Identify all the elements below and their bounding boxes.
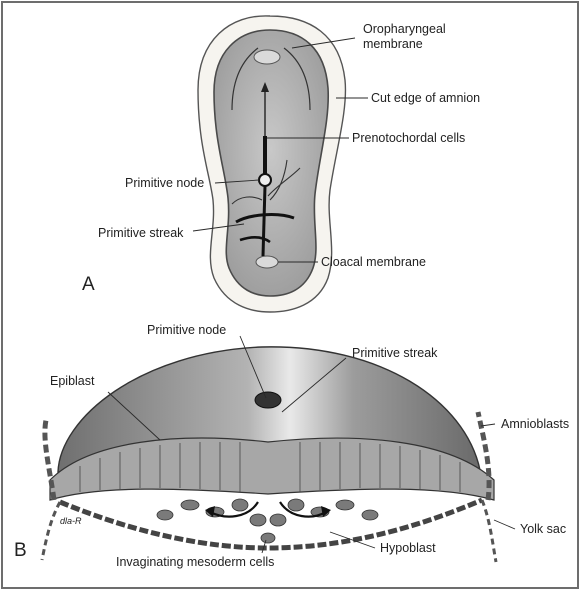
primitive-pit — [255, 392, 281, 408]
label-primitive-streak-a: Primitive streak — [98, 226, 184, 240]
label-cut-edge-amnion: Cut edge of amnion — [371, 91, 480, 105]
label-yolk-sac: Yolk sac — [520, 522, 566, 536]
panel-letter-b: B — [14, 540, 27, 561]
label-primitive-streak-b: Primitive streak — [352, 346, 438, 360]
label-epiblast: Epiblast — [50, 374, 95, 388]
label-primitive-node-a: Primitive node — [125, 176, 204, 190]
label-amnioblasts: Amnioblasts — [501, 417, 569, 431]
label-invaginating-mesoderm: Invaginating mesoderm cells — [116, 555, 274, 569]
panel-letter-a: A — [82, 274, 95, 295]
oropharyngeal-membrane — [254, 50, 280, 64]
primitive-streak — [263, 186, 265, 256]
label-oropharyngeal-2: membrane — [363, 37, 423, 51]
primitive-node — [259, 174, 271, 186]
artist-signature: dla-R — [60, 516, 82, 526]
label-hypoblast: Hypoblast — [380, 541, 436, 555]
prenotochordal-cells — [263, 136, 267, 176]
label-cloacal-membrane: Cloacal membrane — [321, 255, 426, 269]
cloacal-membrane — [256, 256, 278, 268]
label-primitive-node-b: Primitive node — [147, 323, 226, 337]
label-prenotochordal: Prenotochordal cells — [352, 131, 465, 145]
label-oropharyngeal-1: Oropharyngeal — [363, 22, 446, 36]
